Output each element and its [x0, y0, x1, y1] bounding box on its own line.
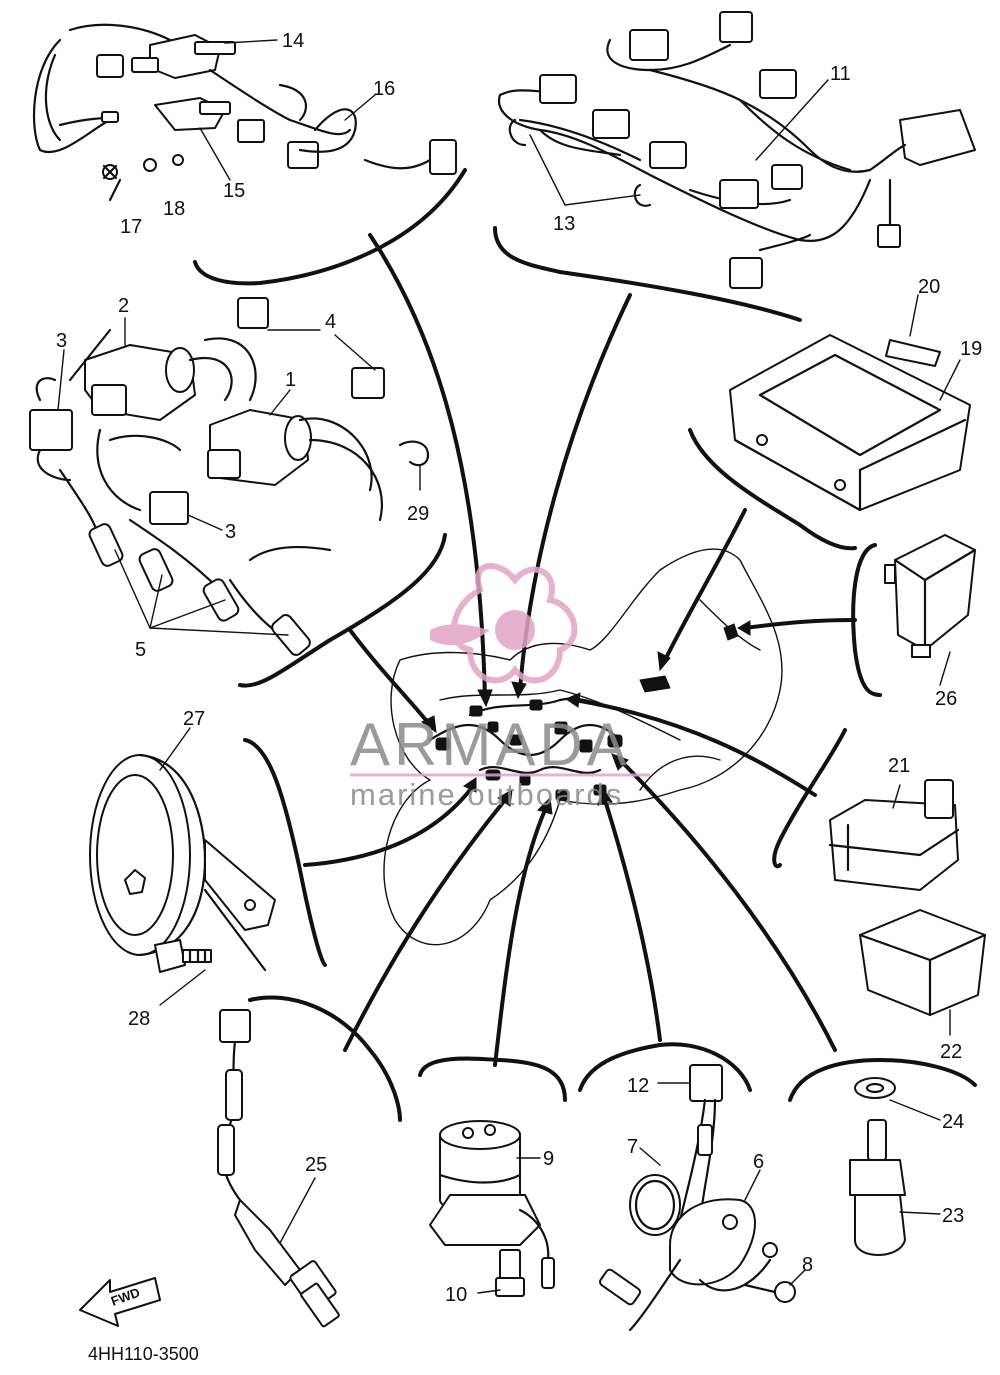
callout-14: 14: [282, 30, 304, 52]
callout-9: 9: [543, 1148, 554, 1170]
wire-harness-group: [497, 11, 976, 289]
oxygen-sensor: [217, 1009, 340, 1328]
callout-15: 15: [223, 180, 245, 202]
callout-26: 26: [935, 688, 957, 710]
callout-22: 22: [940, 1041, 962, 1063]
callout-11: 11: [830, 63, 851, 85]
horn: [89, 753, 276, 972]
horn-bolt: [154, 939, 212, 973]
callout-13: 13: [553, 213, 575, 235]
callout-24: 24: [942, 1111, 964, 1133]
callout-23: 23: [942, 1205, 964, 1227]
armada-logo: [430, 563, 578, 684]
watermark: ARMADA marine outboards: [350, 563, 650, 812]
leader-arrows: [303, 233, 857, 1067]
callout-12: 12: [627, 1075, 649, 1097]
watermark-brand: ARMADA: [350, 711, 631, 778]
callout-1: 1: [285, 369, 296, 391]
callout-19: 19: [960, 338, 982, 360]
callout-5: 5: [135, 639, 146, 661]
position-sensor: [599, 1064, 778, 1332]
rectifier-regulator: [828, 779, 960, 891]
starter-solenoid: [429, 1120, 555, 1289]
group-brackets: [193, 168, 977, 1122]
relay-box: [858, 909, 987, 1017]
o-ring: [629, 1174, 681, 1236]
callout-21: 21: [888, 755, 910, 777]
callout-28: 28: [128, 1008, 150, 1030]
callout-16: 16: [373, 78, 395, 100]
callout-numbers: 1 2 3 3 4 5 6 7 8 9 10 11 12 13 14 15 16…: [56, 30, 982, 1306]
callout-6: 6: [753, 1151, 764, 1173]
callout-17: 17: [120, 216, 142, 238]
callout-3b: 3: [225, 521, 236, 543]
temperature-switch: [849, 1077, 906, 1256]
callout-10: 10: [445, 1284, 467, 1306]
forward-arrow-icon: FWD: [79, 1277, 161, 1327]
callout-4: 4: [325, 311, 336, 333]
callout-27: 27: [183, 708, 205, 730]
callout-20: 20: [918, 276, 940, 298]
callout-18: 18: [163, 198, 185, 220]
central-harness: [428, 623, 739, 801]
callout-8: 8: [802, 1254, 813, 1276]
callout-29: 29: [407, 503, 429, 525]
callout-25: 25: [305, 1154, 327, 1176]
callout-leaders: [57, 39, 961, 1294]
callout-3a: 3: [56, 330, 67, 352]
solenoid-bolt: [495, 1249, 525, 1297]
callout-2: 2: [118, 295, 129, 317]
drawing-code: 4HH110-3500: [88, 1344, 199, 1364]
ignition-coil-group: [29, 297, 430, 656]
callout-7: 7: [627, 1136, 638, 1158]
relay-unit: [884, 534, 977, 658]
ecu-unit: [729, 334, 971, 512]
sensor-switch-group: [32, 23, 457, 202]
sensor-screw: [743, 1281, 796, 1303]
watermark-tagline: marine outboards: [350, 777, 623, 812]
